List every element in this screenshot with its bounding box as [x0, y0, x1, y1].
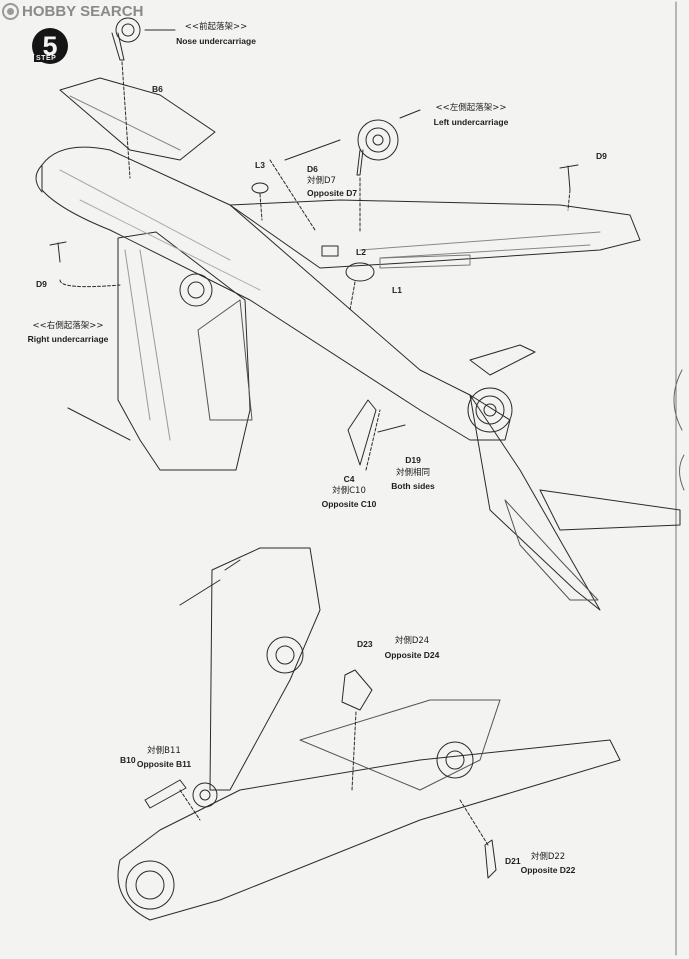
top-aircraft-drawing — [35, 17, 681, 611]
watermark-text: HOBBY SEARCH — [22, 2, 144, 20]
bottom-left-wing — [209, 547, 321, 791]
c10-en-label: Opposite C10 — [321, 499, 377, 509]
part-l3 — [251, 182, 269, 194]
part-l2 — [321, 245, 339, 257]
horizontal-stabiliser — [539, 489, 681, 531]
hobbysearch-watermark: HOBBY SEARCH — [2, 2, 143, 20]
part-d23-door — [341, 669, 373, 711]
left-uc-en-label: Left undercarriage — [433, 117, 509, 127]
part-d6-strut — [284, 139, 341, 161]
nose-uc-en-label: Nose undercarriage — [176, 36, 256, 46]
bottom-gear-wheel-right — [436, 741, 474, 779]
d22-cn-label: 対側D22 — [530, 852, 566, 862]
d22-en-label: Opposite D22 — [520, 865, 576, 875]
hobbysearch-logo-icon — [2, 2, 19, 20]
bottom-aircraft-drawing — [117, 547, 621, 921]
right-uc-en-label: Right undercarriage — [27, 334, 109, 344]
c4-label: C4 — [343, 474, 355, 484]
step-word: STEP — [34, 55, 59, 62]
c10-cn-label: 対側C10 — [332, 486, 366, 496]
part-l1 — [345, 262, 375, 282]
l3-label: L3 — [255, 160, 265, 170]
d21-label: D21 — [505, 856, 521, 866]
nose-uc-cn-label: <<前起落架>> — [184, 22, 248, 32]
d24-cn-label: 対側D24 — [394, 636, 430, 646]
d23-label: D23 — [357, 639, 373, 649]
engine-exhaust — [467, 387, 513, 433]
tail-fin — [469, 394, 601, 611]
bay-door — [469, 344, 536, 376]
d7-cn-label: 対側D7 — [307, 176, 336, 186]
d7-en-label: Opposite D7 — [307, 188, 358, 198]
part-d19 — [377, 424, 406, 433]
both-sides-en-label: Both sides — [391, 481, 435, 491]
l1-label: L1 — [392, 285, 402, 295]
left-gear-wheel — [357, 119, 399, 161]
b6-label: B6 — [152, 84, 163, 94]
nose-intake — [125, 860, 175, 910]
nose-gear-wheel — [115, 17, 141, 43]
d19-label: D19 — [405, 455, 421, 465]
wing-flap — [197, 299, 253, 421]
d9-right-label: D9 — [596, 151, 607, 161]
both-sides-cn-label: 対側相同 — [395, 468, 431, 478]
d6-label: D6 — [307, 164, 318, 174]
bottom-nose-wheel — [192, 782, 218, 808]
bottom-right-wing — [299, 699, 501, 791]
right-uc-cn-label: <<右側起落架>> — [32, 321, 104, 331]
b11-en-label: Opposite B11 — [136, 759, 192, 769]
bottom-pitot — [179, 579, 221, 606]
fuselage — [41, 146, 511, 441]
part-c4-door — [347, 399, 377, 466]
step-badge: 5 STEP — [28, 28, 80, 74]
d9-left-label: D9 — [36, 279, 47, 289]
l2-label: L2 — [356, 247, 366, 257]
b10-label: B10 — [120, 755, 136, 765]
part-d9-left — [49, 241, 67, 263]
left-wing — [117, 231, 251, 471]
left-uc-cn-label: <<左側起落架>> — [435, 103, 507, 113]
edge-partial-drawing — [673, 369, 683, 431]
part-b6-panel — [59, 77, 216, 161]
b11-cn-label: 対側B11 — [147, 746, 181, 756]
right-wing — [229, 199, 641, 269]
part-d21-door — [484, 839, 497, 879]
right-gear-wheel — [179, 273, 213, 307]
nose-gear-guide — [121, 61, 131, 179]
left-pitot — [67, 407, 131, 441]
bottom-gear-wheel-left — [266, 636, 304, 674]
bottom-fuselage — [117, 739, 621, 921]
part-b10-door — [144, 779, 187, 809]
part-d9-right — [559, 164, 579, 191]
d24-en-label: Opposite D24 — [384, 650, 440, 660]
